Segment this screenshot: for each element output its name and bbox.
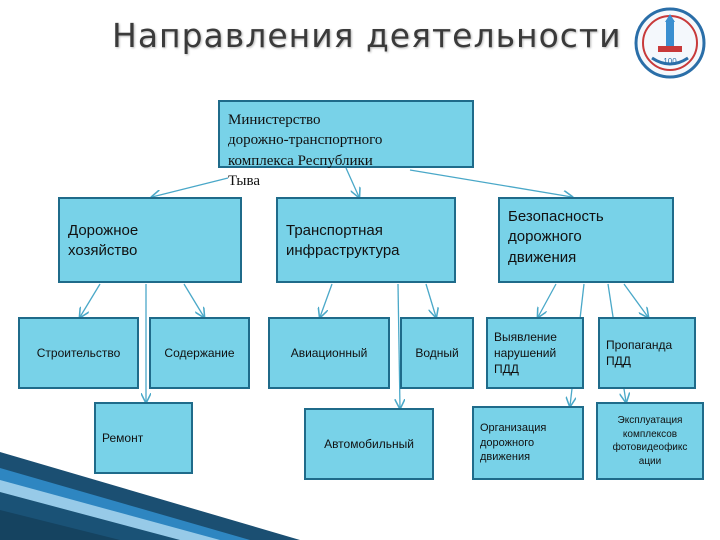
photo-video-fixation-line: ации [639,455,661,469]
road-safety-line: движения [508,248,664,268]
ministry-line: комплекса Республики [228,151,464,171]
photo-video-fixation-box: Эксплуатация комплексов фотовидеофикс ац… [596,402,704,480]
connector [426,284,436,317]
water-transport-label: Водный [415,345,458,361]
connector [624,284,648,317]
road-safety-box: Безопасность дорожного движения [498,197,674,283]
aviation-label: Авиационный [291,345,368,361]
promotion-box: Пропаганда ПДД [598,317,696,389]
maintenance-label: Содержание [164,345,234,361]
ministry-line: Министерство [228,110,464,130]
connector [80,284,100,317]
transport-infrastructure-box: Транспортная инфраструктура [276,197,456,283]
promotion-line: ПДД [606,353,631,369]
ministry-box: Министерство дорожно-транспортного компл… [218,100,474,168]
connector [320,284,332,317]
ministry-line: дорожно-транспортного [228,130,464,150]
maintenance-box: Содержание [149,317,250,389]
road-safety-line: дорожного [508,227,664,247]
violation-detection-line: Выявление [494,329,557,345]
traffic-organization-line: дорожного [480,436,534,451]
road-safety-line: Безопасность [508,207,664,227]
ministry-line: Тыва [228,171,464,191]
aviation-box: Авиационный [268,317,390,389]
road-economy-line: Дорожное [68,221,232,241]
repair-box: Ремонт [94,402,193,474]
connector [152,178,228,197]
transport-infrastructure-line: инфраструктура [286,241,446,261]
automobile-box: Автомобильный [304,408,434,480]
traffic-organization-box: Организация дорожного движения [472,406,584,480]
construction-label: Строительство [37,345,121,361]
promotion-line: Пропаганда [606,337,672,353]
water-transport-box: Водный [400,317,474,389]
connector [184,284,204,317]
violation-detection-box: Выявление нарушений ПДД [486,317,584,389]
photo-video-fixation-line: комплексов [623,428,677,442]
traffic-organization-line: Организация [480,421,546,436]
photo-video-fixation-line: фотовидеофикс [613,441,688,455]
violation-detection-line: ПДД [494,361,519,377]
repair-label: Ремонт [102,430,143,446]
automobile-label: Автомобильный [324,436,414,452]
violation-detection-line: нарушений [494,345,556,361]
road-economy-box: Дорожное хозяйство [58,197,242,283]
photo-video-fixation-line: Эксплуатация [618,414,683,428]
connector [538,284,556,317]
construction-box: Строительство [18,317,139,389]
road-economy-line: хозяйство [68,241,232,261]
transport-infrastructure-line: Транспортная [286,221,446,241]
traffic-organization-line: движения [480,450,530,465]
